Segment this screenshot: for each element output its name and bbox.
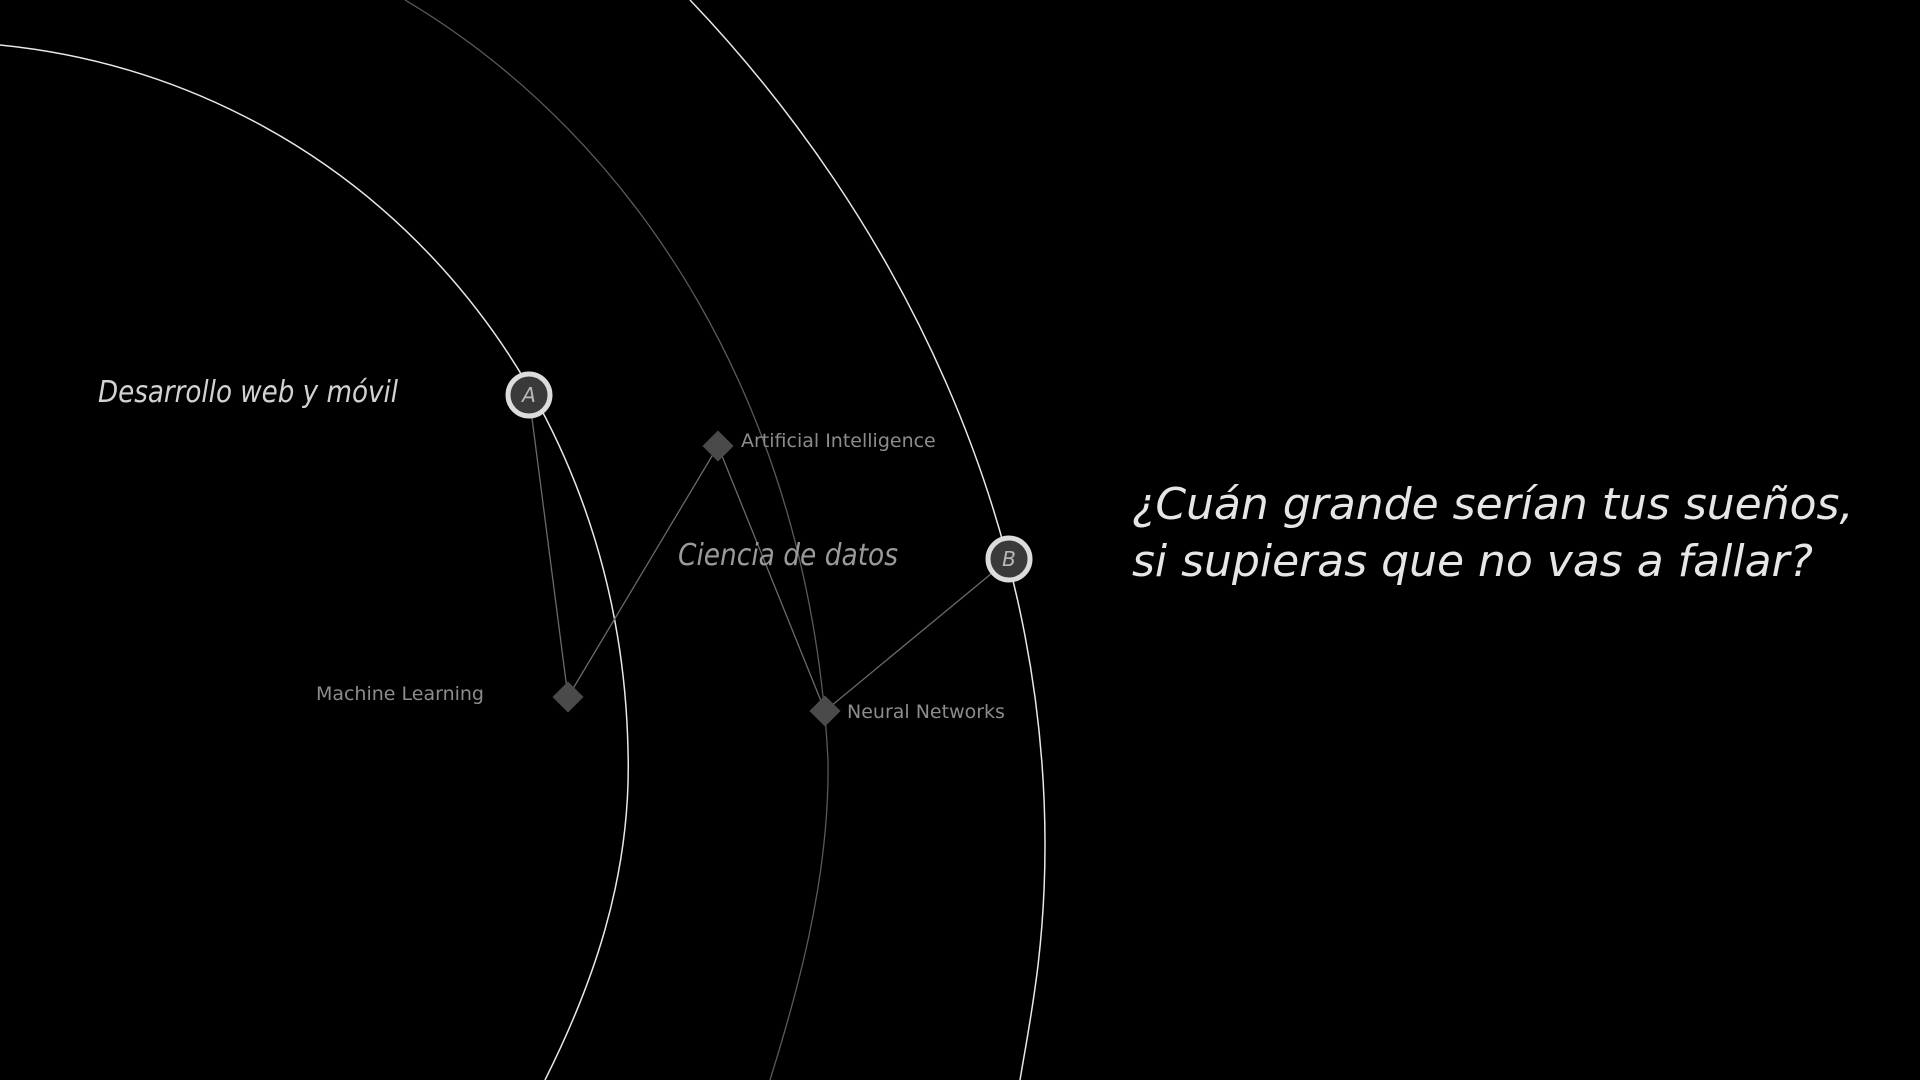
node-a-circle[interactable]: [505, 371, 553, 419]
node-b-circle[interactable]: [985, 535, 1033, 583]
diamond-artificial-intelligence[interactable]: [702, 430, 734, 462]
node-a-letter: A: [520, 383, 536, 407]
orbit-outer-ring: [689, 0, 1046, 1080]
node-a[interactable]: A: [505, 371, 553, 419]
link-machine-learning-to-ai: [567, 445, 719, 698]
link-a-to-machine-learning: [528, 394, 569, 698]
topic-label-machine-learning: Machine Learning: [316, 683, 484, 705]
area-label-desarrollo-web-movil: Desarrollo web y móvil: [98, 375, 399, 410]
node-b-letter: B: [1002, 547, 1016, 571]
diamond-machine-learning[interactable]: [552, 681, 584, 713]
node-b[interactable]: B: [985, 535, 1033, 583]
area-label-ciencia-de-datos: Ciencia de datos: [678, 538, 898, 573]
link-neural-networks-to-b: [824, 558, 1010, 712]
topic-label-artificial-intelligence: Artificial Intelligence: [741, 430, 936, 452]
orbit-middle-ring: [404, 0, 829, 1080]
topic-label-neural-networks: Neural Networks: [847, 701, 1005, 723]
diamond-neural-networks[interactable]: [809, 695, 841, 727]
inspirational-quote: ¿Cuán grande serían tus sueños, si supie…: [1132, 479, 1854, 587]
orbit-inner-ring: [0, 44, 630, 1080]
link-ai-to-neural-networks: [717, 445, 826, 712]
